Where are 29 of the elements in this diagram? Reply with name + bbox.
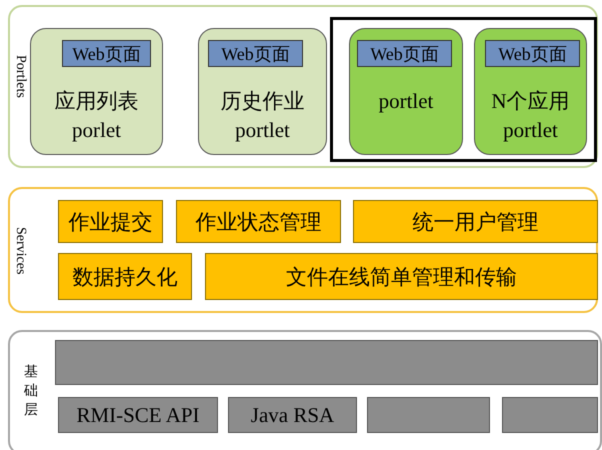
group-frame bbox=[330, 17, 597, 162]
layer-panel bbox=[8, 187, 598, 313]
layer-panel bbox=[8, 330, 602, 450]
layer-panel bbox=[8, 5, 598, 168]
portlet-card bbox=[349, 28, 463, 155]
card-label: portlet bbox=[378, 88, 434, 115]
component-box bbox=[367, 397, 490, 433]
web-page-box: Web页面 bbox=[62, 40, 151, 67]
portlet-card bbox=[198, 28, 327, 155]
web-page-box: Web页面 bbox=[357, 40, 452, 67]
card-label: N个应用 portlet bbox=[490, 88, 571, 144]
service-box: 文件在线简单管理和传输 bbox=[205, 253, 598, 300]
portlet-card bbox=[474, 28, 587, 155]
card-label: 应用列表 porlet bbox=[54, 88, 140, 144]
framework-bar bbox=[55, 340, 598, 385]
layer-label: 基础层 bbox=[24, 364, 38, 420]
layer-label: Portlets bbox=[12, 55, 28, 98]
component-box bbox=[502, 397, 598, 433]
web-page-box: Web页面 bbox=[208, 40, 303, 67]
service-box: 数据持久化 bbox=[58, 253, 192, 300]
service-box: 作业状态管理 bbox=[176, 200, 341, 243]
component-box: Java RSA bbox=[228, 397, 357, 433]
service-box: 作业提交 bbox=[58, 200, 163, 243]
service-box: 统一用户管理 bbox=[353, 200, 598, 243]
portlet-card bbox=[30, 28, 163, 155]
card-label: 历史作业 portlet bbox=[220, 88, 306, 144]
component-box: RMI-SCE API bbox=[58, 397, 218, 433]
web-page-box: Web页面 bbox=[485, 40, 580, 67]
layer-label: Services bbox=[12, 227, 28, 274]
